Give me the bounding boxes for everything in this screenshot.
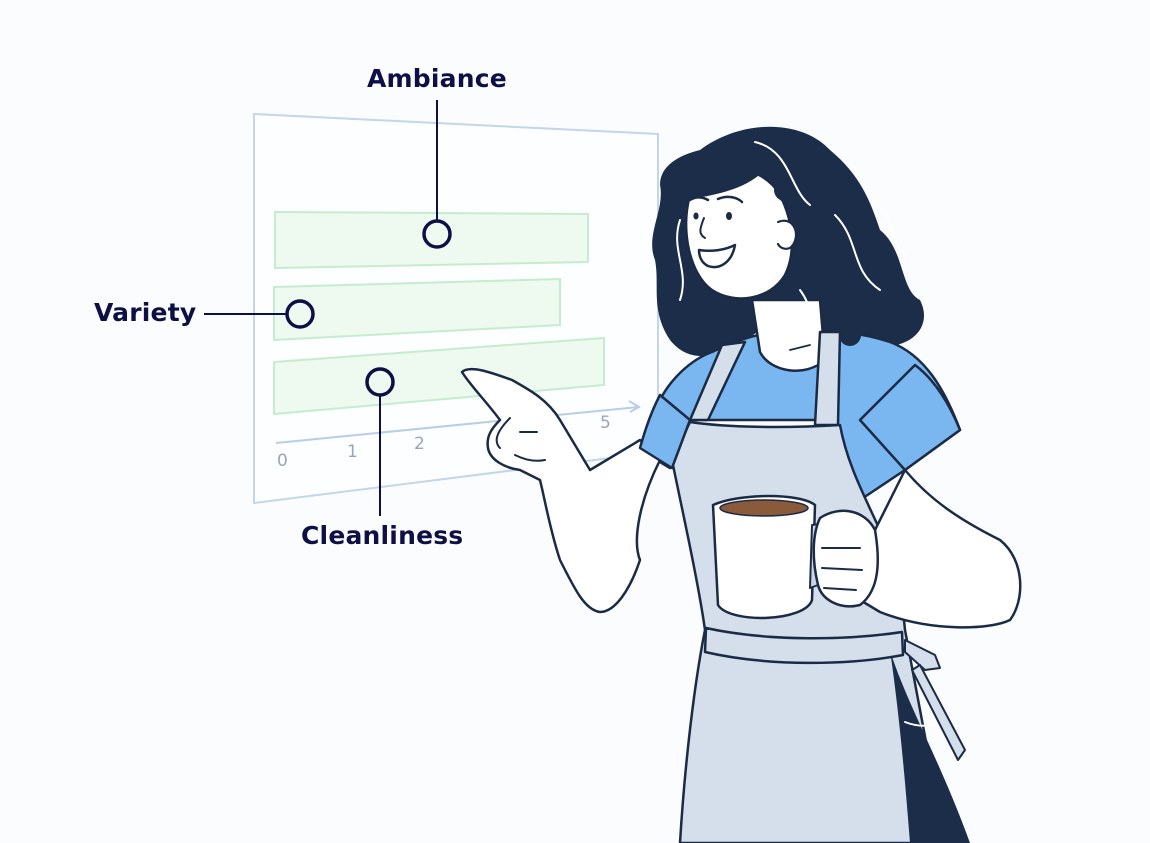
tick-2: 2 (414, 434, 425, 454)
label-ambiance: Ambiance (367, 64, 507, 93)
x-axis (275, 400, 641, 444)
callout-variety (204, 299, 315, 329)
callout-cleanliness (365, 367, 395, 516)
apron-dark-panel (890, 650, 970, 843)
tick-1: 1 (347, 442, 358, 462)
apron-strap-right (813, 330, 842, 427)
mug-hand (812, 509, 879, 608)
callout-ambiance (422, 100, 452, 249)
coffee-mug (711, 494, 821, 620)
tick-0: 0 (277, 451, 288, 471)
right-arm (838, 468, 1022, 629)
bar-ambiance (274, 210, 589, 270)
barista-figure (460, 126, 1022, 843)
bar-variety (273, 277, 561, 342)
label-variety: Variety (94, 298, 197, 327)
bar-cleanliness (273, 336, 605, 416)
tick-5: 5 (600, 413, 611, 433)
pointing-arm (460, 367, 662, 614)
apron-waistband (703, 626, 905, 665)
coffee (719, 499, 809, 517)
label-cleanliness: Cleanliness (301, 521, 464, 550)
chart-bars (273, 210, 605, 416)
